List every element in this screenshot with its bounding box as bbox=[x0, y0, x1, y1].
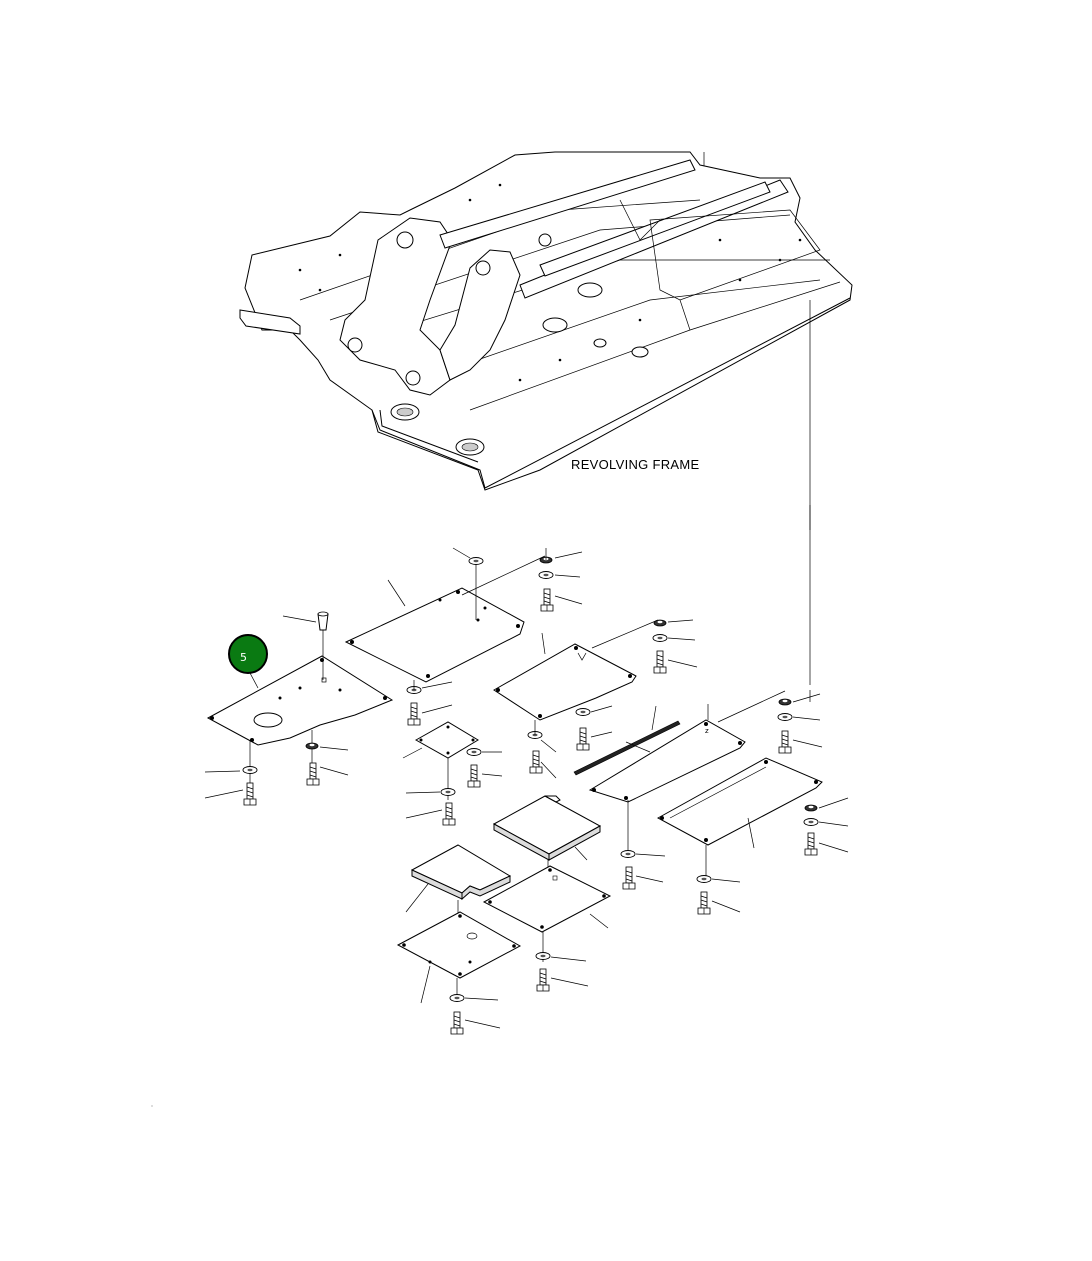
fasteners-under-top bbox=[406, 680, 613, 779]
bolt-icon bbox=[243, 782, 257, 806]
plate-bottom-left bbox=[396, 911, 522, 1035]
plate-left-thick bbox=[405, 844, 512, 942]
plate-center-lower bbox=[482, 865, 612, 992]
fasteners-plate-5 bbox=[204, 730, 349, 806]
revolving-frame bbox=[239, 151, 853, 491]
washer-icon bbox=[538, 571, 554, 579]
plate-right-long: z bbox=[573, 690, 786, 890]
bolt-icon bbox=[306, 762, 320, 786]
plate-small-square bbox=[402, 721, 503, 826]
plate-right-lower bbox=[656, 757, 849, 915]
frame-label: REVOLVING FRAME bbox=[571, 457, 700, 472]
plate-top-center bbox=[344, 547, 546, 683]
plate-center-thick bbox=[492, 795, 602, 880]
fasteners-right-column bbox=[777, 690, 823, 754]
pin bbox=[282, 611, 329, 680]
nut-icon bbox=[305, 742, 319, 750]
plate-5-left bbox=[206, 655, 394, 746]
washer-icon bbox=[242, 766, 258, 774]
bolt-icon bbox=[540, 588, 554, 612]
plate-middle-right bbox=[493, 619, 698, 721]
fasteners-top-right bbox=[538, 548, 583, 612]
svg-text:z: z bbox=[705, 727, 709, 735]
callout-number: 5 bbox=[240, 651, 247, 664]
callout-5[interactable]: 5 bbox=[228, 634, 268, 689]
